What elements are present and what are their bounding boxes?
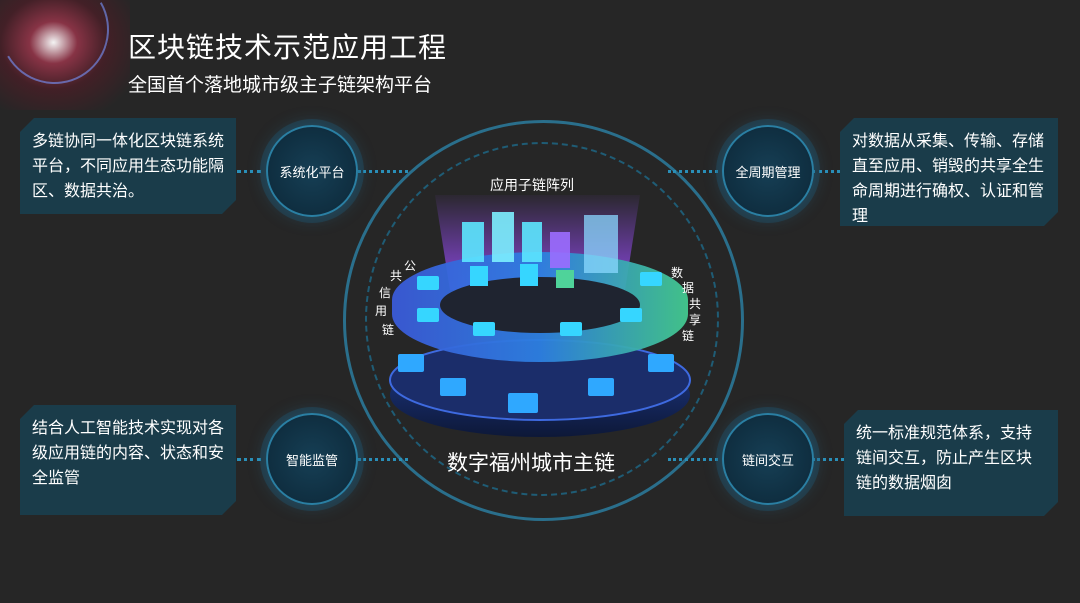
node-lifecycle-management-label: 全周期管理 [735, 165, 801, 181]
callout-bottom-right: 统一标准规范体系，支持链间交互，防止产生区块链的数据烟囱 [844, 410, 1058, 516]
right-arc-char-0: 数 [670, 266, 683, 280]
node-lifecycle-management: 全周期管理 [722, 125, 814, 217]
connector-callout-tr [812, 170, 840, 173]
node-intelligent-supervision-label: 智能监管 [285, 453, 338, 469]
callout-top-right-text: 对数据从采集、传输、存储直至应用、销毁的共享全生命周期进行确权、认证和管理 [852, 131, 1045, 225]
left-arc-char-2: 信 [378, 286, 391, 300]
ring-cubes [417, 272, 662, 336]
right-arc-char-2: 共 [688, 297, 701, 311]
callout-top-left: 多链协同一体化区块链系统平台，不同应用生态功能隔区、数据共治。 [20, 118, 236, 214]
right-arc-char-1: 据 [681, 281, 694, 295]
right-arc-char-3: 享 [688, 313, 701, 327]
connector-callout-tl [237, 170, 261, 173]
connector-callout-br [812, 458, 844, 461]
callout-bottom-left-text: 结合人工智能技术实现对各级应用链的内容、状态和安全监管 [32, 418, 225, 487]
center-top-label: 应用子链阵列 [490, 178, 574, 194]
callout-top-left-text: 多链协同一体化区块链系统平台，不同应用生态功能隔区、数据共治。 [32, 131, 225, 200]
page-subtitle: 全国首个落地城市级主子链架构平台 [128, 74, 433, 96]
base-cubes [398, 354, 674, 413]
left-arc-char-4: 链 [381, 323, 394, 337]
connector-top-right [668, 170, 718, 173]
left-arc-char-3: 用 [374, 304, 387, 318]
connector-bottom-right [668, 458, 718, 461]
left-arc-char-1: 共 [389, 269, 402, 283]
left-arc-char-0: 公 [403, 259, 416, 273]
node-cross-chain-interaction: 链间交互 [722, 413, 814, 505]
page-title: 区块链技术示范应用工程 [128, 31, 448, 64]
node-system-platform-label: 系统化平台 [279, 165, 345, 181]
inner-ring [365, 142, 719, 496]
callout-bottom-right-text: 统一标准规范体系，支持链间交互，防止产生区块链的数据烟囱 [856, 423, 1033, 492]
outer-ring [343, 120, 744, 521]
connector-top-left [358, 170, 408, 173]
node-system-platform: 系统化平台 [266, 125, 358, 217]
ring-hole [440, 277, 640, 333]
main-chain-label: 数字福州城市主链 [447, 451, 615, 475]
logo-flare [0, 0, 130, 110]
right-arc-char-4: 链 [681, 329, 694, 343]
tower-array [462, 212, 618, 288]
node-intelligent-supervision: 智能监管 [266, 413, 358, 505]
connector-callout-bl [237, 458, 261, 461]
connector-bottom-left [358, 458, 408, 461]
node-cross-chain-interaction-label: 链间交互 [741, 453, 794, 469]
callout-bottom-left: 结合人工智能技术实现对各级应用链的内容、状态和安全监管 [20, 405, 236, 515]
callout-top-right: 对数据从采集、传输、存储直至应用、销毁的共享全生命周期进行确权、认证和管理 [840, 118, 1058, 226]
